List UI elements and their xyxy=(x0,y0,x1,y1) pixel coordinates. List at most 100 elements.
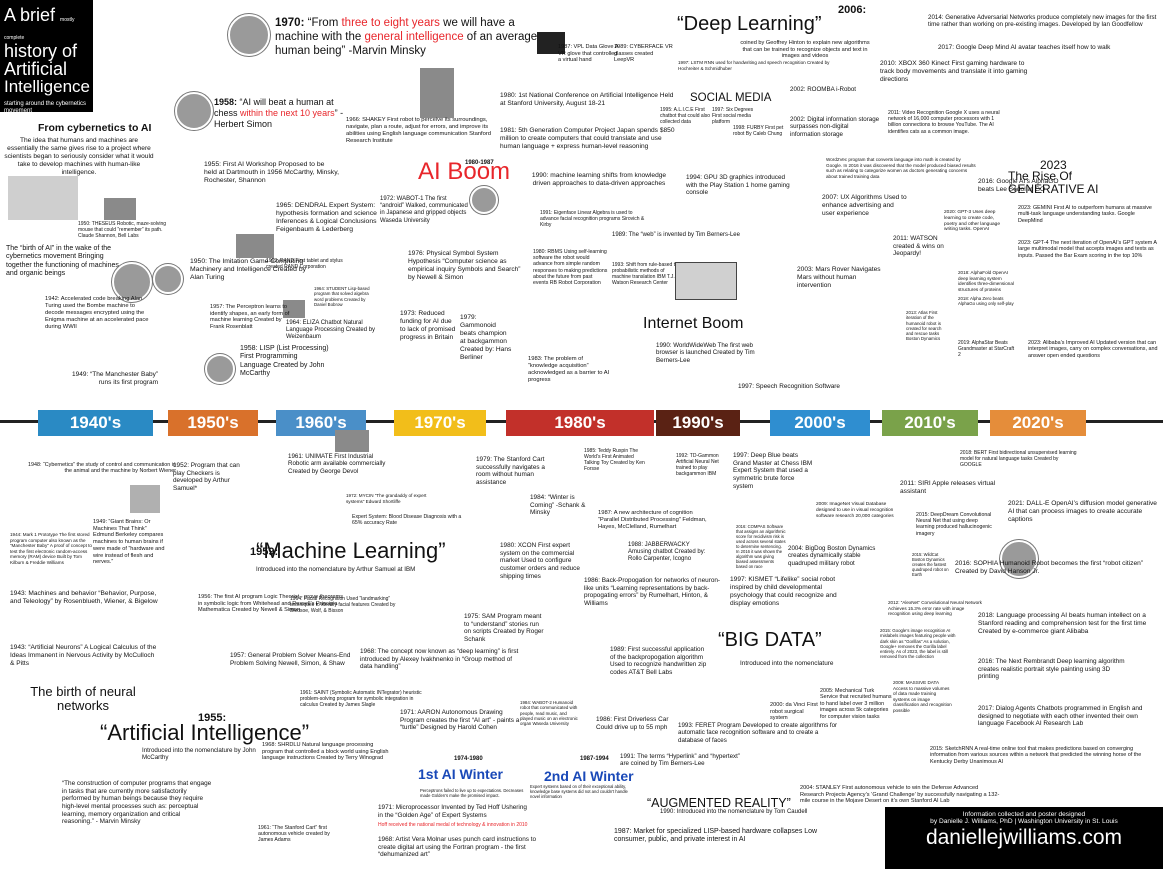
machine-learning: “Machine Learning” xyxy=(256,538,446,563)
mycin: 1972: MYCIN “The grandaddy of expert sys… xyxy=(346,493,427,504)
artificial-intelligence-term: “Artificial Intelligence” xyxy=(100,720,310,745)
wabot-photo xyxy=(470,186,498,214)
stanley: 2004: STANLEY First autonomous vehicle t… xyxy=(800,785,1000,805)
sophia: 2016: SOPHIA Humanoid Robot becomes the … xyxy=(955,560,1144,575)
perceptron: 1957: The Perceptron learns to identify … xyxy=(210,304,290,331)
stanford-cart-1979: 1979: The Stanford Cart successfully nav… xyxy=(476,456,545,487)
unimate: 1961: UNIMATE First Industrial Robotic a… xyxy=(288,453,386,475)
era-label: 1990's xyxy=(656,410,740,436)
deep-learning-desc: coined by Geoffrey Hinton to explain new… xyxy=(740,40,870,60)
kismet: 1997: KISMET “Lifelike” social robot ins… xyxy=(730,576,837,607)
imagenet: 2009: ImageNet Visual Database designed … xyxy=(816,502,894,519)
reduced-funding: 1973: Reduced funding for AI due to lack… xyxy=(400,310,456,341)
era-label: 2000's xyxy=(770,410,870,436)
six-degrees: 1997: Six Degrees First social media pla… xyxy=(712,107,754,125)
gpt-4: 2023: GPT-4 The next iteration of OpenAI… xyxy=(1018,240,1157,259)
wildcat: 2015: WildCat Boston Dynamics creates th… xyxy=(912,552,949,578)
video-recognition: 2011: Video Recognition Google X uses a … xyxy=(888,110,1000,135)
big-data: “BIG DATA” xyxy=(718,629,822,651)
theseus-photo xyxy=(104,198,136,220)
era-label: 2020's xyxy=(990,410,1086,436)
deepmind-walk: 2017: Google Deep Mind AI avatar teaches… xyxy=(938,44,1111,51)
fifth-generation: 1981: 5th Generation Computer Project Ja… xyxy=(500,127,675,150)
furby: 1998: FURBY First pet robot By Caleb Chu… xyxy=(733,125,784,137)
da-vinci: 2000: da Vinci First robot surgical syst… xyxy=(770,702,818,722)
simon-quote: 1958: “AI will beat a human at chess wit… xyxy=(214,97,344,129)
era-label: 1950's xyxy=(168,410,258,436)
gorilla-mislabel: 2015: Google’s image recognition AI misl… xyxy=(880,628,956,660)
sophia-photo xyxy=(1000,540,1038,578)
wabot-2: 1984: WABOT-2 Humanoid robot that commun… xyxy=(520,700,578,727)
ai-boom-years: 1980-1987 xyxy=(465,160,494,166)
cybernetics-headline: From cybernetics to AI xyxy=(38,122,152,134)
aaron: 1971: AARON Autonomous Drawing Program c… xyxy=(400,709,520,732)
giant-brains: 1949: “Giant Brains: Or Machines That Th… xyxy=(93,519,165,566)
mars-rover: 2003: Mars Rover Navigates Mars without … xyxy=(797,266,881,289)
minsky-d: general intelligence xyxy=(364,31,464,44)
ai-boom: AI Boom xyxy=(418,158,511,185)
jabberwacky: 1988: JABBERWACKY Amusing chatbot Create… xyxy=(628,542,706,563)
next-rembrandt: 2016: The Next Rembrandt Deep learning a… xyxy=(978,658,1125,681)
atlas: 2013: Atlas First iteration of the human… xyxy=(906,310,942,342)
birth-neural-networks: The birth of neural networks xyxy=(30,684,136,713)
poster-title-block: A brief mostly complete history of Artif… xyxy=(0,0,93,114)
rand-photo xyxy=(236,234,274,258)
bert: 2018: BERT First bidirectional unsupervi… xyxy=(960,450,1077,468)
www-computer-illustration xyxy=(675,262,737,300)
ai-intro: Introduced into the nomenclature by John… xyxy=(142,747,256,762)
language-alibaba: 2018: Language processing AI beats human… xyxy=(978,612,1147,635)
augmented-reality: “AUGMENTED REALITY” xyxy=(647,796,791,810)
minsky-e: of an average human being” -Marvin Minsk… xyxy=(275,31,538,58)
minsky-b: three to eight years xyxy=(341,17,440,29)
winter-is-coming: 1984: “Winter is Coming” -Schank & Minsk… xyxy=(530,494,586,517)
deep-learning-year: 2006: xyxy=(838,4,867,16)
ml-year: 1959: xyxy=(250,546,279,558)
hyperlink: 1991: The terms “Hyperlink” and “hyperte… xyxy=(620,753,740,768)
eliza: 1964: ELIZA Chatbot Natural Language Pro… xyxy=(286,320,376,341)
turing-photo xyxy=(112,262,152,302)
gan: 2014: Generative Adversarial Networks pr… xyxy=(928,14,1157,29)
dendral: 1965: DENDRAL Expert System: hypothesis … xyxy=(276,202,377,234)
simon-photo xyxy=(175,92,213,130)
manchester: 1949: “The Manchester Baby” runs its fir… xyxy=(72,371,158,386)
siri: 2011: SIRI Apple releases virtual assist… xyxy=(900,480,996,495)
gpu: 1994: GPU 3D graphics introduced with th… xyxy=(686,174,790,197)
teddy-ruxpin: 1985: Teddy Ruxpin The World’s First Ani… xyxy=(584,448,645,472)
zip-code-backprop: 1989: First successful application of th… xyxy=(610,646,707,677)
cybernetics-desc: The idea that humans and machines are es… xyxy=(4,137,154,176)
logic-theorist: 1956: The first AI program Logic Theoris… xyxy=(198,594,343,614)
digital-storage: 2002: Digital information storage surpas… xyxy=(790,116,880,138)
ml-shift: 1990: machine learning shifts from knowl… xyxy=(531,172,667,187)
mccarthy-photo xyxy=(205,354,235,384)
dataglove-photo xyxy=(537,32,565,54)
lstm: 1997: LSTM RNN used for handwriting and … xyxy=(678,60,830,71)
minsky-year: 1970: xyxy=(275,17,305,29)
roomba: 2002: ROOMBA i-Robot xyxy=(790,86,857,93)
credits-line2: by Danielle J. Williams, PhD | Washingto… xyxy=(930,818,1118,825)
speech-recognition: 1997: Speech Recognition Software xyxy=(738,383,840,390)
alice: 1995: A.L.I.C.E First chatbot that could… xyxy=(660,107,711,125)
title-line1: A brief xyxy=(4,5,56,25)
rise-of-generative-ai: The Rise Of GENERATIVE AI xyxy=(1008,169,1099,196)
bigdog: 2004: BigDog Boston Dynamics creates dyn… xyxy=(788,545,876,567)
driverless-car: 1986: First Driverless Car Could drive u… xyxy=(596,716,669,731)
xcon: 1980: XCON First expert system on the co… xyxy=(500,542,580,580)
rule-based-shift: 1993: Shift from rule-based to probabili… xyxy=(612,262,678,286)
xbox-kinect: 2010: XBOX 360 Kinect First gaming hardw… xyxy=(880,60,1028,83)
td-gammon: 1992: TD-Gammon Artificial Neural Net tr… xyxy=(676,453,719,477)
feret: 1993: FERET Program Developed to create … xyxy=(678,722,838,744)
internet-boom: Internet Boom xyxy=(643,315,744,332)
mark1: 1944: Mark 1 Prototype The first stored … xyxy=(10,532,92,565)
stanford-cart-1961: 1961: “The Stanford Cart” first autonomo… xyxy=(258,825,330,844)
hand-illustration xyxy=(8,176,78,220)
deep-learning: “Deep Learning” xyxy=(677,13,822,35)
simon-b: within the next 10 years xyxy=(240,107,335,118)
sam: 1975: SAM Program meant to “understand” … xyxy=(464,613,544,644)
credits-site[interactable]: daniellejwilliams.com xyxy=(925,826,1123,849)
deepdream: 2015: DeepDream Convolutional Neural Net… xyxy=(916,512,992,537)
cyberface: 1989: CYBERFACE VR glasses created LeepV… xyxy=(614,44,673,64)
facial-recognition: 1964: Facial Recognition Used “landmarki… xyxy=(290,596,396,614)
word2vec: Word2Vec program that converts language … xyxy=(826,157,976,179)
minsky-c: we will have a machine with the xyxy=(275,17,515,44)
ux-algorithms: 2007: UX Algorithms Used to enhance adve… xyxy=(822,194,907,217)
